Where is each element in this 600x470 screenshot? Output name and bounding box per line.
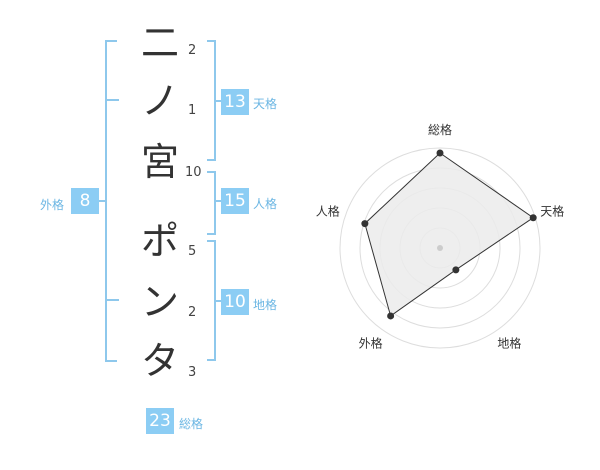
name-char-1: 二 xyxy=(140,21,179,65)
gaikaku-bracket-tick-bottom xyxy=(105,299,119,301)
jinkaku-value: 15 xyxy=(221,188,249,214)
name-char-6: タ xyxy=(140,339,179,383)
radar-center-dot xyxy=(437,245,443,251)
gaikaku-label: 外格 xyxy=(40,198,65,212)
radar-ring-5 xyxy=(339,147,541,349)
jinkaku-bracket-connector xyxy=(214,200,221,202)
name-char-2: ノ xyxy=(140,79,179,123)
tenkaku-bracket-connector xyxy=(214,100,221,102)
radar-point-5 xyxy=(361,220,369,228)
soukaku-label: 総格 xyxy=(179,417,204,431)
gaikaku-bracket-connector xyxy=(98,200,107,202)
stroke-count-3: 10 xyxy=(185,165,202,180)
stroke-count-5: 2 xyxy=(188,305,197,320)
jinkaku-bracket xyxy=(207,171,216,235)
radar-point-4 xyxy=(387,312,395,320)
name-char-5: ン xyxy=(140,280,179,324)
radar-point-3 xyxy=(452,266,460,274)
radar-axis-label-3: 地格 xyxy=(497,335,521,350)
tenkaku-label: 天格 xyxy=(253,97,278,111)
gaikaku-bracket-tick-top xyxy=(105,99,119,101)
radar-area xyxy=(364,152,535,317)
stroke-count-4: 5 xyxy=(188,244,197,259)
chikaku-bracket-connector xyxy=(214,300,221,302)
soukaku-value: 23 xyxy=(146,408,174,434)
jinkaku-label: 人格 xyxy=(253,197,278,211)
radar-axis-label-4: 外格 xyxy=(359,335,383,350)
gaikaku-value: 8 xyxy=(71,188,99,214)
stroke-count-6: 3 xyxy=(188,365,197,380)
radar-point-1 xyxy=(436,149,444,157)
name-char-3: 宮 xyxy=(140,140,179,184)
tenkaku-value: 13 xyxy=(221,89,249,115)
name-char-4: ポ xyxy=(140,219,179,263)
radar-axis-label-1: 総格 xyxy=(428,122,452,137)
stroke-count-2: 1 xyxy=(188,103,197,118)
chikaku-label: 地格 xyxy=(253,298,278,312)
stroke-count-1: 2 xyxy=(188,43,197,58)
radar-axis-label-2: 天格 xyxy=(540,204,564,219)
chikaku-value: 10 xyxy=(221,289,249,315)
radar-point-2 xyxy=(529,214,537,222)
radar-axis-label-5: 人格 xyxy=(316,204,340,219)
